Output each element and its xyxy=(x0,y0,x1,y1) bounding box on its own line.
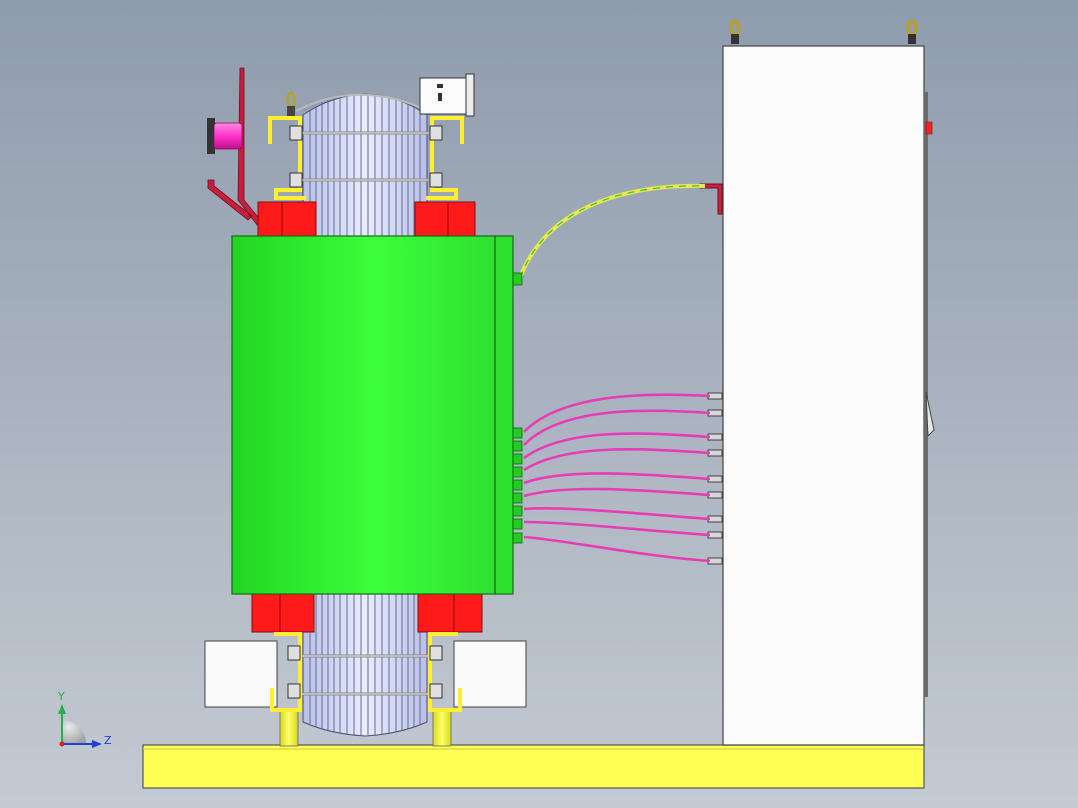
top-lifting-eye xyxy=(286,91,296,116)
cabinet-lifting-eye-right xyxy=(906,19,918,44)
top-clamp-frame-left xyxy=(268,116,306,200)
temperature-sensor-box xyxy=(419,73,475,117)
triad-z-label: Z xyxy=(104,734,112,747)
winding-tap-connectors xyxy=(512,272,523,544)
leg-left xyxy=(279,709,299,747)
triad-x-axis-dot xyxy=(59,741,65,747)
leg-right xyxy=(432,709,452,747)
top-clamp-blocks xyxy=(257,201,476,237)
ground-cable xyxy=(518,183,706,279)
view-orientation-triad[interactable]: Y Z xyxy=(57,690,112,748)
support-block-left xyxy=(204,640,278,708)
support-block-right xyxy=(453,640,527,708)
core-top xyxy=(296,93,436,237)
base-plate[interactable] xyxy=(142,744,925,789)
top-bolts xyxy=(289,125,443,188)
bottom-clamp-frame-left xyxy=(270,632,302,712)
top-clamp-frame-right xyxy=(426,116,464,200)
top-lifting-cable xyxy=(295,93,431,113)
tap-cables xyxy=(523,393,711,563)
bottom-bolts xyxy=(287,645,443,699)
core-bottom xyxy=(296,593,436,737)
triad-y-arrow-icon xyxy=(58,704,66,714)
cabinet-door-handle[interactable] xyxy=(925,391,935,438)
control-cabinet[interactable] xyxy=(699,19,935,746)
cabinet-lifting-eye-left xyxy=(729,19,741,44)
bottom-clamp-frame-right xyxy=(428,632,462,712)
winding-coil[interactable] xyxy=(231,235,514,595)
triad-z-arrow-icon xyxy=(92,740,102,748)
triad-y-label: Y xyxy=(57,690,65,703)
cabinet-indicator-light xyxy=(925,121,933,135)
fan-spool xyxy=(207,118,243,154)
